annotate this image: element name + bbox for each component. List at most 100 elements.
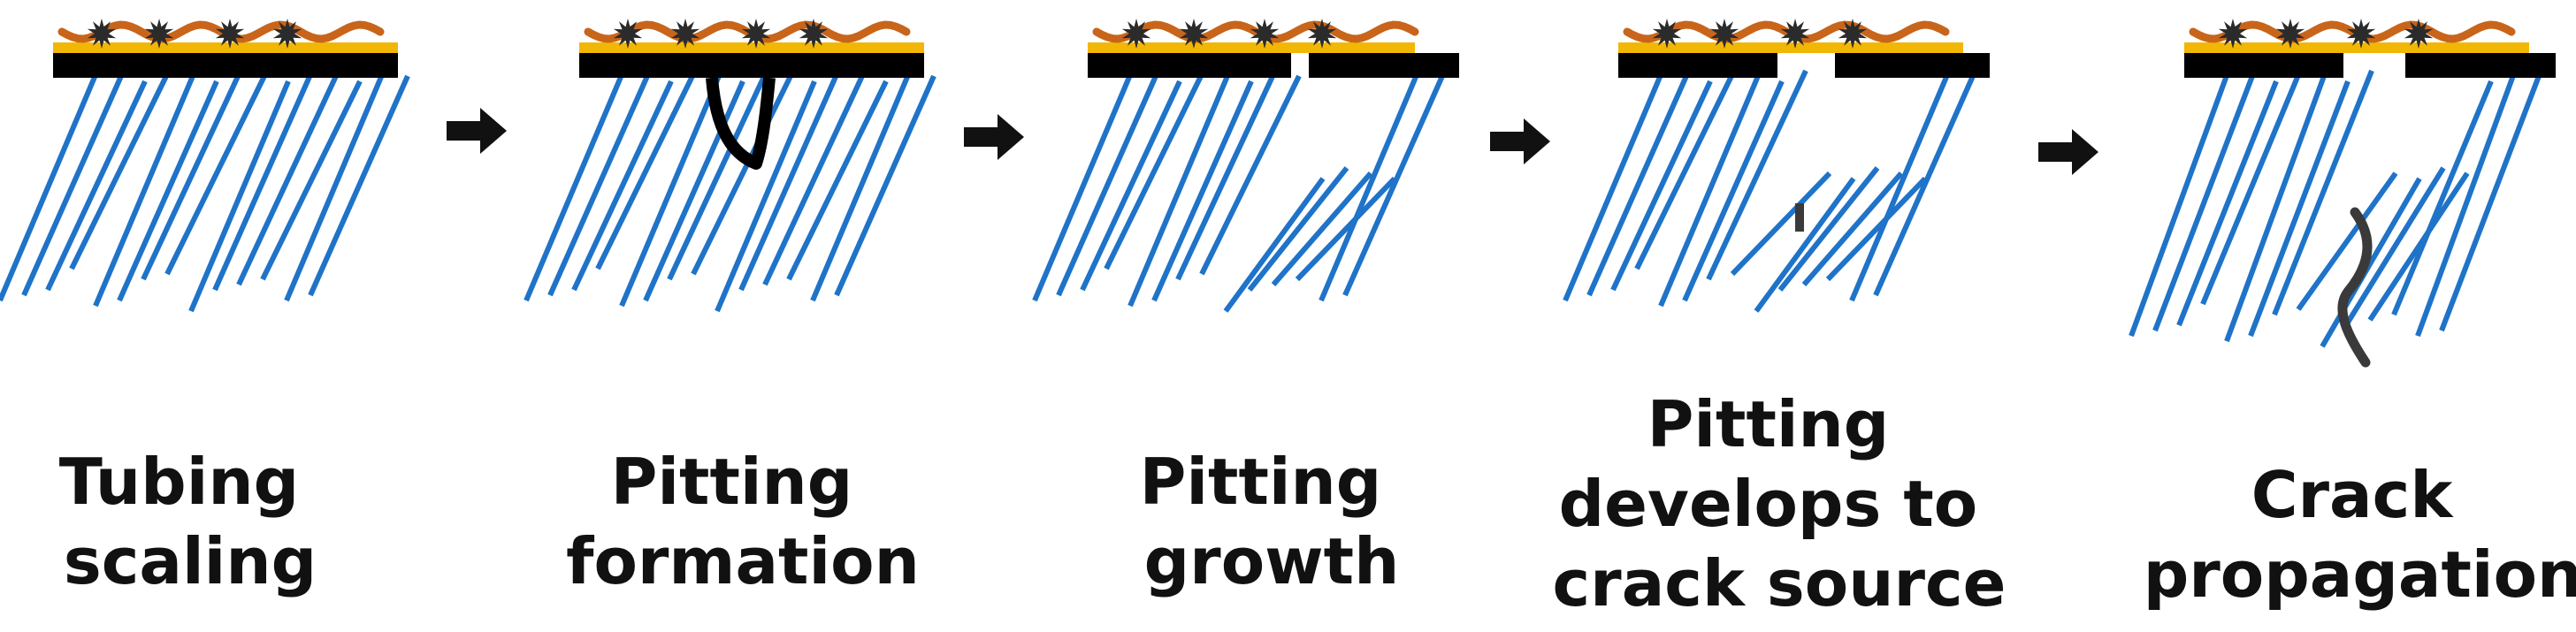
corrosion-particle <box>1121 19 1151 49</box>
label-line: formation <box>566 524 920 598</box>
corrosion-particle <box>613 19 643 49</box>
grain-line <box>2272 69 2374 316</box>
grain-line <box>1342 74 1445 297</box>
grain-line <box>1873 74 1976 297</box>
stage-illustration-crack-propagation <box>2129 19 2556 368</box>
label-line: Pitting <box>1647 387 1890 461</box>
corrosion-particle <box>1179 19 1209 49</box>
steel-layer <box>579 53 924 78</box>
stage-label-tubing-scaling: Tubing scaling <box>59 445 322 598</box>
grain-line <box>2224 74 2327 343</box>
grain-line <box>786 80 889 281</box>
grain-line <box>1777 166 1880 292</box>
right-arrow-icon <box>2038 129 2098 175</box>
grain-line <box>2200 69 2303 306</box>
label-line: Pitting <box>1140 445 1382 519</box>
grain-line <box>2296 171 2398 311</box>
corrosion-particle <box>2218 19 2248 49</box>
scale-layer <box>1088 42 1415 53</box>
grain-line <box>2439 74 2542 332</box>
grain-line <box>1706 69 1808 281</box>
steel-layer <box>1618 53 1777 78</box>
grain-line <box>1032 69 1135 302</box>
grain-line <box>1754 177 1856 313</box>
grain-lines <box>524 69 936 313</box>
grain-line <box>1056 74 1158 297</box>
grain-line <box>69 69 172 270</box>
grain-line <box>1271 171 1373 286</box>
grain-line <box>1563 69 1665 302</box>
grain-line <box>1801 171 1904 286</box>
grain-lines <box>0 69 410 313</box>
corrosion-particle <box>1709 19 1739 49</box>
grain-line <box>2367 171 2470 322</box>
grain-line <box>524 69 626 302</box>
grain-line <box>738 69 841 292</box>
grain-line <box>2129 69 2231 338</box>
corrosion-particle <box>87 19 117 49</box>
steel-layer <box>1309 53 1459 78</box>
grain-line <box>212 69 315 292</box>
scale-layer <box>2184 42 2529 53</box>
corrosion-particle <box>1780 19 1810 49</box>
crack-line <box>2337 207 2373 368</box>
label-line: Tubing <box>59 445 299 519</box>
grain-line <box>2343 166 2446 327</box>
grain-line <box>2152 74 2255 332</box>
stage-illustration-tubing-scaling <box>0 19 410 313</box>
steel-layer <box>2184 53 2343 78</box>
grain-line <box>715 80 817 313</box>
corrosion-particle <box>741 19 771 49</box>
corrosion-particle <box>2346 19 2376 49</box>
right-arrow-icon <box>964 114 1024 160</box>
grain-line <box>2248 80 2351 338</box>
grain-lines <box>2129 69 2542 348</box>
grain-line <box>1080 80 1182 292</box>
corrosion-particle <box>272 19 302 49</box>
grain-line <box>595 69 698 270</box>
grain-line <box>260 80 363 281</box>
grain-line <box>834 74 936 297</box>
grain-line <box>1127 74 1230 308</box>
grain-line <box>93 74 195 308</box>
right-arrow-icon <box>1490 118 1550 164</box>
steel-layer <box>53 53 398 78</box>
grain-line <box>1634 69 1737 270</box>
label-line: Pitting <box>611 445 853 519</box>
grain-line <box>762 74 865 286</box>
grain-line <box>1610 80 1713 292</box>
corrosion-particle <box>144 19 174 49</box>
grain-lines <box>1032 69 1445 313</box>
corrosion-particle <box>2404 19 2434 49</box>
grain-lines <box>1563 69 1976 313</box>
grain-line <box>1199 74 1302 276</box>
steel-layer <box>2405 53 2556 78</box>
stage-illustration-pitting-growth <box>1032 19 1459 313</box>
corrosion-particle <box>799 19 829 49</box>
stage-label-crack-source: Pitting develops to crack source <box>1553 387 2007 621</box>
grain-line <box>2415 69 2518 338</box>
grain-line <box>1319 69 1421 302</box>
grain-line <box>1825 176 1928 282</box>
corrosion-particle <box>2275 19 2305 49</box>
corrosion-particle <box>1652 19 1682 49</box>
grain-line <box>1175 69 1278 281</box>
grain-line <box>1586 74 1689 297</box>
grain-line <box>2320 177 2422 348</box>
grain-line <box>21 74 124 297</box>
grain-line <box>164 74 267 276</box>
grain-line <box>2176 80 2279 327</box>
grain-line <box>236 74 339 286</box>
label-line: develops to <box>1559 467 1978 541</box>
stage-illustration-pitting-crack-source <box>1563 19 1990 313</box>
grain-line <box>1658 74 1761 308</box>
grain-line <box>1730 171 1832 277</box>
grain-line <box>1104 69 1206 270</box>
stage-label-pitting-formation: Pitting formation <box>566 445 920 598</box>
corrosion-particle <box>1307 19 1337 49</box>
grain-line <box>643 80 745 302</box>
right-arrow-icon <box>447 108 507 154</box>
grain-line <box>1223 177 1326 313</box>
grain-line <box>1151 80 1254 302</box>
grain-line <box>308 74 410 297</box>
